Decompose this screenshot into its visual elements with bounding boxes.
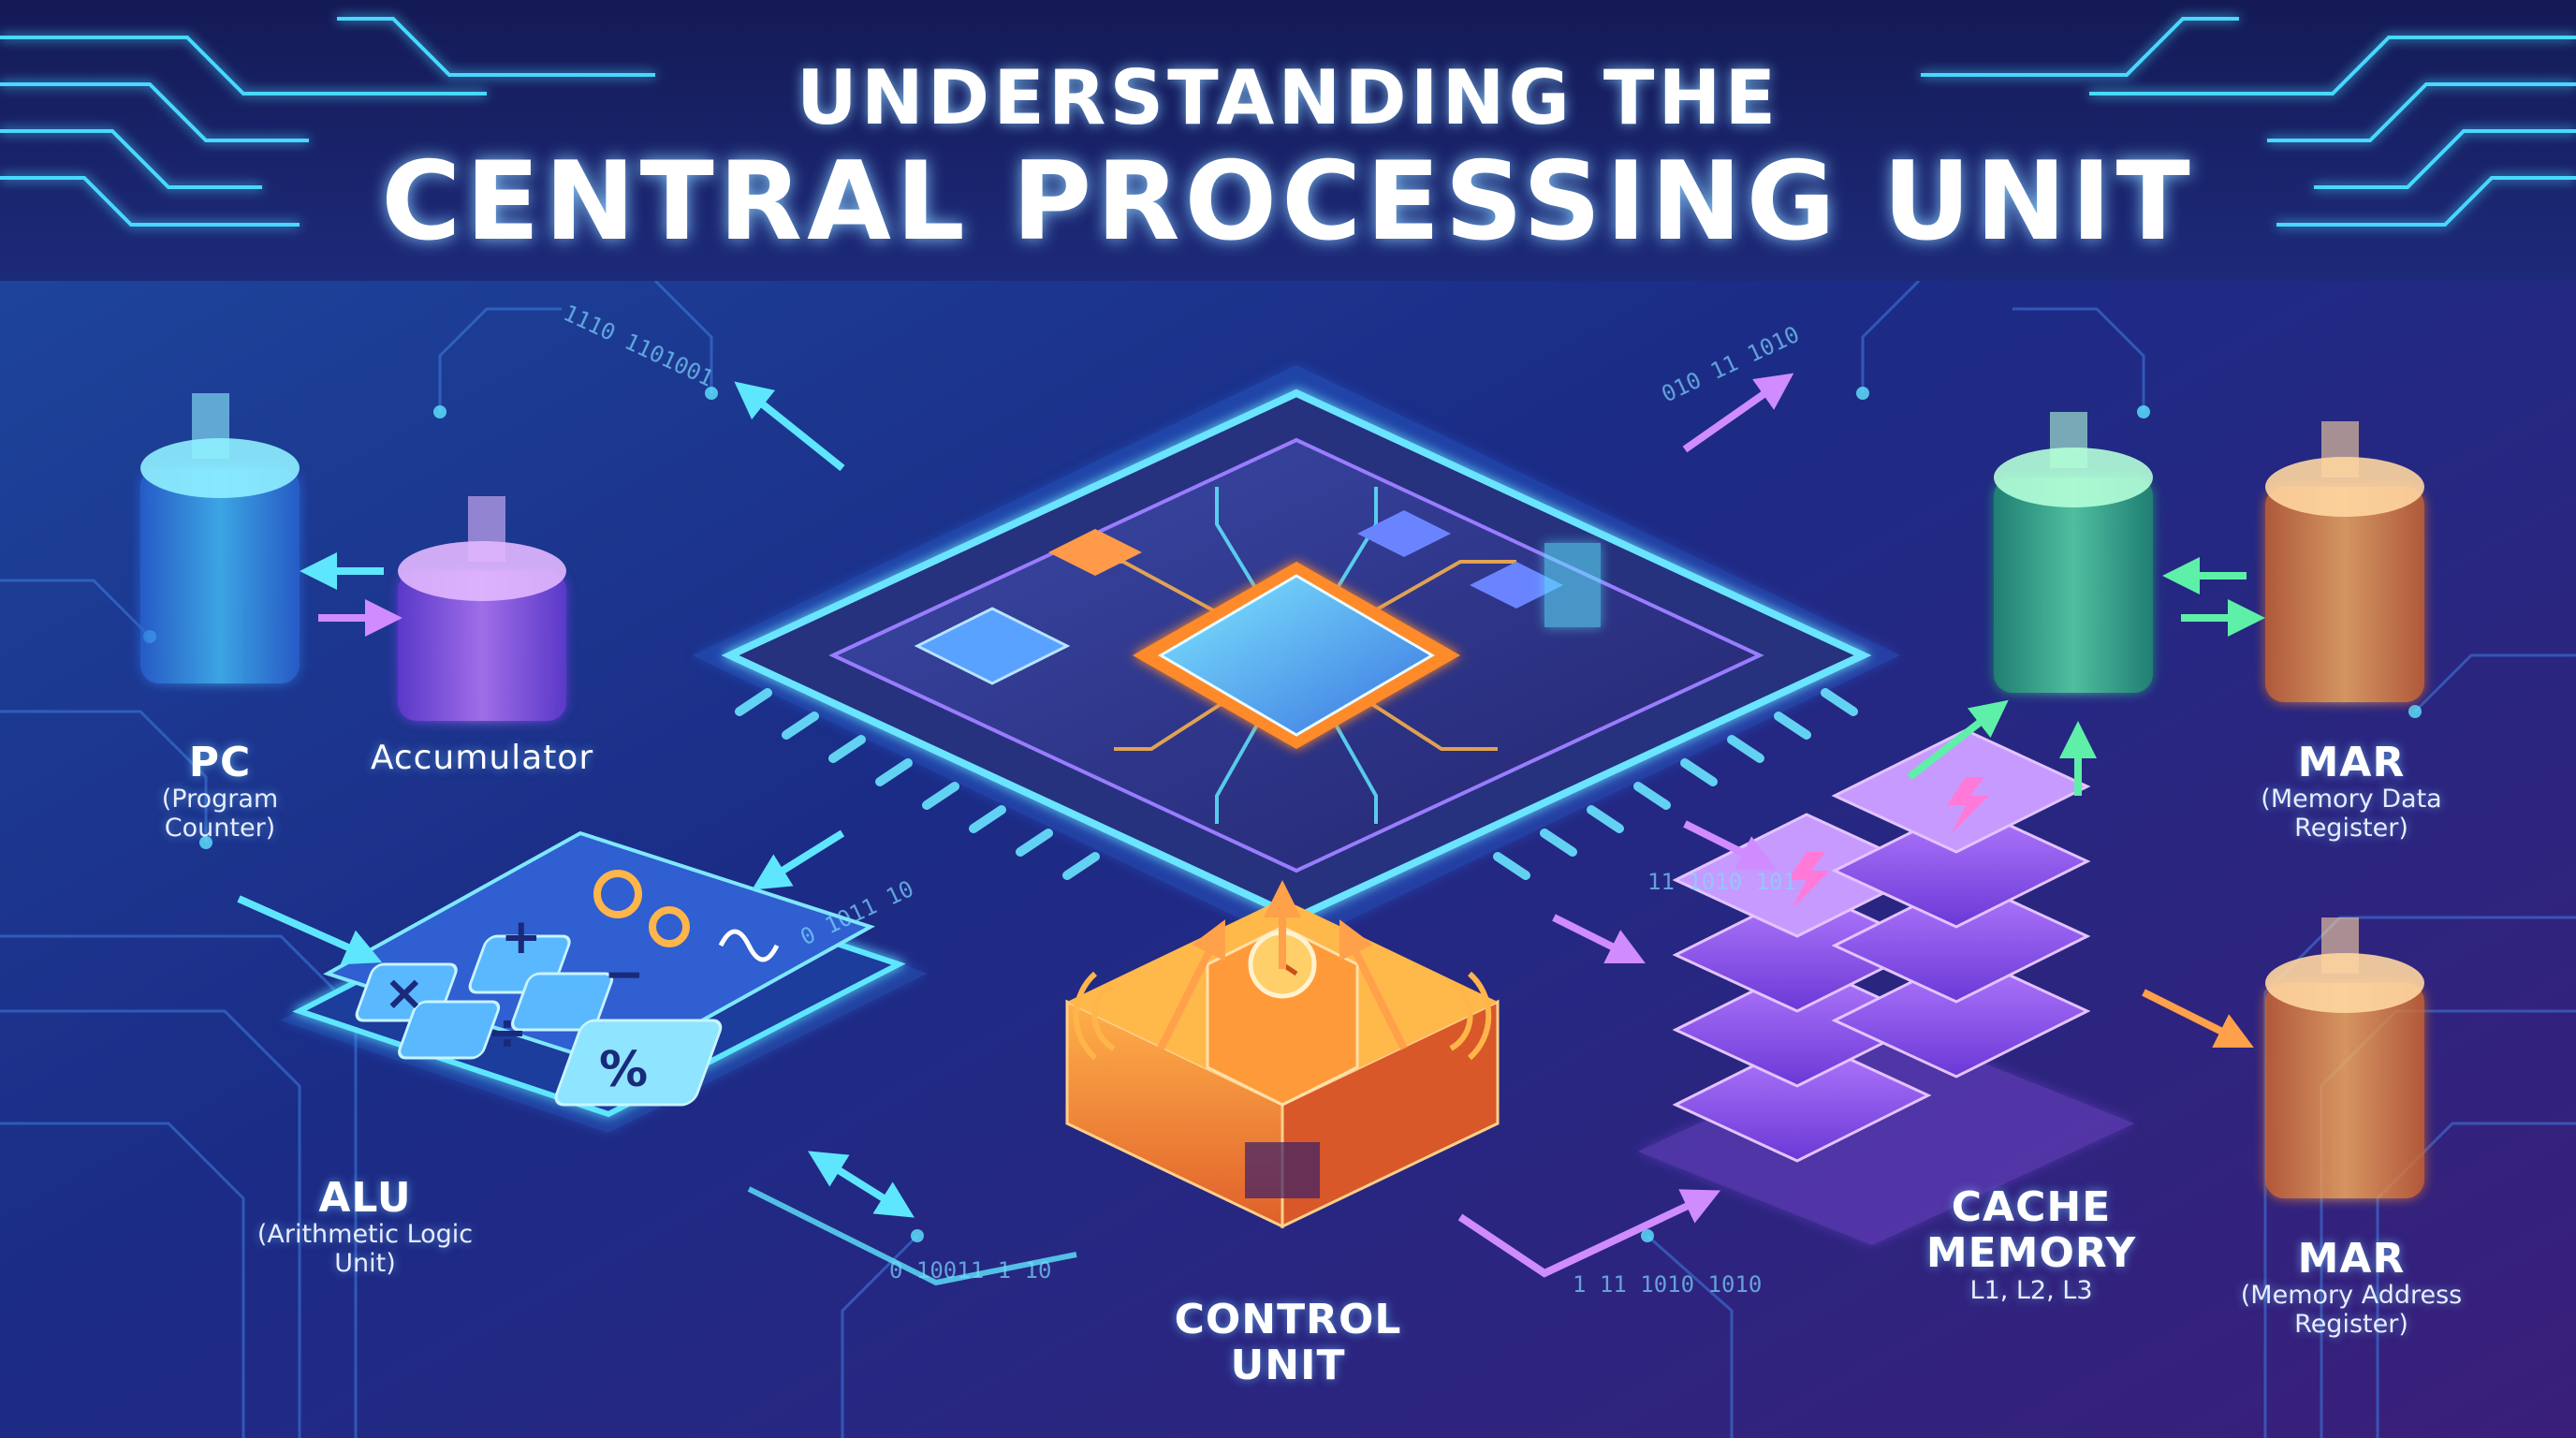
cache-label: CACHE MEMORY L1, L2, L3	[1926, 1184, 2136, 1305]
pc-detail-2: Counter)	[164, 813, 276, 843]
wave-icon	[718, 929, 780, 962]
alu-detail-2: Unit)	[334, 1248, 396, 1278]
alu-detail-1: (Arithmetic Logic	[256, 1220, 474, 1250]
mar-detail-1: (Memory Address	[2240, 1281, 2463, 1311]
cpu-chip	[693, 365, 1900, 946]
gear-icon	[593, 870, 690, 947]
circuit-traces	[0, 279, 2576, 1438]
arrow-cache-to-mar	[2142, 989, 2254, 1048]
title-band	[0, 0, 2576, 281]
arrow-cu-left	[1157, 919, 1225, 1050]
mar-detail-2: Register)	[2294, 1309, 2408, 1339]
binary-stream: 1 11 1010 1010	[1573, 1271, 1762, 1298]
mar-name: MAR	[2297, 1235, 2406, 1283]
signal-right-icon	[1449, 971, 1492, 1061]
signal-left-icon	[1073, 971, 1116, 1061]
arrow-alu-cu	[808, 1151, 915, 1218]
accumulator-name: Accumulator	[370, 739, 594, 777]
pc-detail-1: (Program	[161, 785, 279, 814]
control-unit-name-1: CONTROL	[1174, 1296, 1402, 1343]
alu-key-percent: %	[599, 1042, 648, 1098]
pc-register	[140, 393, 300, 683]
title-circuit-left	[0, 17, 655, 227]
mdr-detail-2: Register)	[2294, 813, 2408, 843]
pc-label: PC (Program Counter)	[162, 740, 278, 843]
arrow-cache-to-mdr	[1907, 699, 2009, 781]
alu-key-plus: +	[501, 909, 542, 965]
pc-name: PC	[188, 739, 252, 786]
arrow-cpu-to-alu	[752, 829, 845, 890]
arrow-cpu-out-right	[1682, 373, 1794, 453]
arrow-cpu-out-left	[734, 381, 845, 472]
bolt-icon	[1947, 777, 1989, 833]
control-unit-label: CONTROL UNIT	[1175, 1297, 1402, 1389]
binary-stream: 11 1010 101	[1647, 869, 1796, 895]
bolt-icon	[1788, 852, 1830, 908]
alu-key-minus: −	[604, 946, 645, 1003]
mdr-register-green	[1994, 412, 2153, 693]
binary-stream: 0 10011 1 10	[889, 1257, 1051, 1284]
title-line-2: CENTRAL PROCESSING UNIT	[381, 139, 2195, 265]
accumulator-register	[398, 496, 566, 721]
alu-label: ALU (Arithmetic Logic Unit)	[257, 1175, 473, 1278]
mdr-register-orange	[2265, 421, 2424, 702]
mdr-name: MAR	[2297, 739, 2406, 786]
mar-register-orange	[2265, 917, 2424, 1198]
alu-key-divide: ÷	[487, 1005, 528, 1061]
mdr-label: MAR (Memory Data Register)	[2261, 740, 2441, 843]
mar-label: MAR (Memory Address Register)	[2241, 1236, 2462, 1339]
cache-memory-stack	[1638, 728, 2134, 1245]
alu-block: + − × ÷ %	[281, 830, 927, 1133]
arrow-pc-to-alu	[237, 895, 383, 965]
cache-levels: L1, L2, L3	[1969, 1275, 2093, 1305]
control-unit-building	[1065, 899, 1500, 1229]
cache-name-2: MEMORY	[1925, 1229, 2137, 1278]
title-circuit-right	[1921, 17, 2576, 227]
cache-name-1: CACHE	[1951, 1183, 2112, 1231]
accumulator-label: Accumulator	[370, 739, 594, 777]
mdr-detail-1: (Memory Data	[2261, 785, 2442, 814]
alu-name: ALU	[318, 1174, 412, 1222]
bus-cu-to-alu	[747, 1186, 1077, 1286]
control-unit-name-2: UNIT	[1230, 1342, 1346, 1390]
arrow-cpu-to-cache	[1683, 820, 1777, 870]
arrow-bus-to-cache	[1552, 914, 1646, 963]
title-line-1: UNDERSTANDING THE	[796, 54, 1780, 141]
arrow-cu-to-cache	[1457, 1189, 1721, 1278]
alu-key-times: ×	[384, 965, 425, 1021]
arrow-cu-right	[1339, 919, 1408, 1050]
